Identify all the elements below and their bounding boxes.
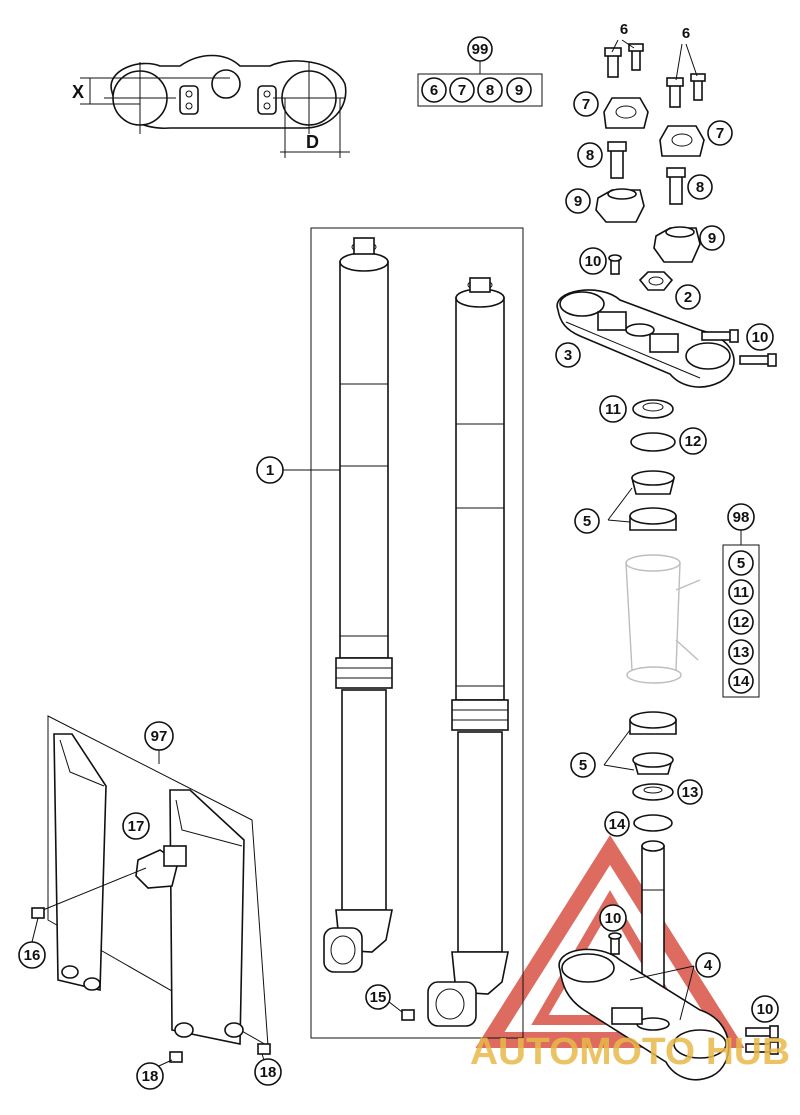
part-4-label: 4 bbox=[704, 957, 713, 974]
part-10-label: 10 bbox=[752, 329, 769, 346]
kit-99-item: 9 bbox=[515, 82, 523, 99]
part-14-label: 14 bbox=[609, 816, 626, 833]
kit-98-item: 12 bbox=[733, 614, 750, 631]
part-8-label: 8 bbox=[696, 179, 704, 196]
fork-guard-kit: 97 bbox=[31, 715, 271, 1071]
kit-99-item: 6 bbox=[430, 82, 438, 99]
dimension-d-label: D bbox=[306, 132, 319, 152]
part-11-label: 11 bbox=[605, 401, 621, 418]
lower-triple-clamp bbox=[558, 840, 779, 1081]
kit-98-item: 14 bbox=[733, 673, 750, 690]
triple-clamp-top-view bbox=[80, 54, 350, 158]
part-8-label: 8 bbox=[586, 147, 594, 164]
part-18-label: 18 bbox=[260, 1064, 277, 1081]
kit-99-label: 99 bbox=[472, 41, 489, 58]
kit-98-label: 98 bbox=[733, 509, 750, 526]
part-10-label: 10 bbox=[585, 253, 602, 270]
part-5-label: 5 bbox=[583, 513, 591, 530]
part-15-label: 15 bbox=[370, 989, 387, 1006]
watermark-text: AUTOMOTO HUB bbox=[470, 1031, 790, 1073]
kit-98-item: 11 bbox=[733, 584, 749, 601]
kit-97-label: 97 bbox=[151, 728, 168, 745]
kit-98-group: 98 5 11 12 13 14 bbox=[722, 503, 760, 698]
part-13-label: 13 bbox=[682, 784, 699, 801]
part-1-label: 1 bbox=[266, 462, 274, 479]
steering-bearings-stack bbox=[607, 399, 677, 531]
part-10-label: 10 bbox=[605, 910, 622, 927]
part-7-label: 7 bbox=[582, 96, 590, 113]
kit-98-item: 13 bbox=[733, 644, 750, 661]
upper-triple-clamp bbox=[556, 289, 777, 388]
part-6-label: 6 bbox=[620, 21, 628, 38]
part-3-label: 3 bbox=[564, 347, 572, 364]
part-12-label: 12 bbox=[685, 433, 702, 450]
part-9-label: 9 bbox=[574, 193, 582, 210]
front-fork-assembly bbox=[283, 227, 524, 1039]
part-2-label: 2 bbox=[684, 289, 692, 306]
part-16-label: 16 bbox=[24, 947, 41, 964]
part-9-label: 9 bbox=[708, 230, 716, 247]
lower-bearings bbox=[603, 711, 677, 832]
part-18-label: 18 bbox=[142, 1068, 159, 1085]
part-10-label: 10 bbox=[757, 1001, 774, 1018]
part-6-label: 6 bbox=[682, 25, 690, 42]
kit-99-group: 99 6 7 8 9 bbox=[417, 36, 543, 107]
dimension-x-label: X bbox=[72, 82, 84, 102]
kit-99-item: 7 bbox=[458, 82, 466, 99]
steering-stem-ghost bbox=[625, 554, 701, 684]
kit-99-item: 8 bbox=[486, 82, 494, 99]
part-17-label: 17 bbox=[128, 818, 145, 835]
handlebar-clamp-parts bbox=[595, 39, 706, 291]
kit-98-item: 5 bbox=[737, 555, 745, 572]
part-7-label: 7 bbox=[716, 125, 724, 142]
part-5-label: 5 bbox=[579, 757, 587, 774]
